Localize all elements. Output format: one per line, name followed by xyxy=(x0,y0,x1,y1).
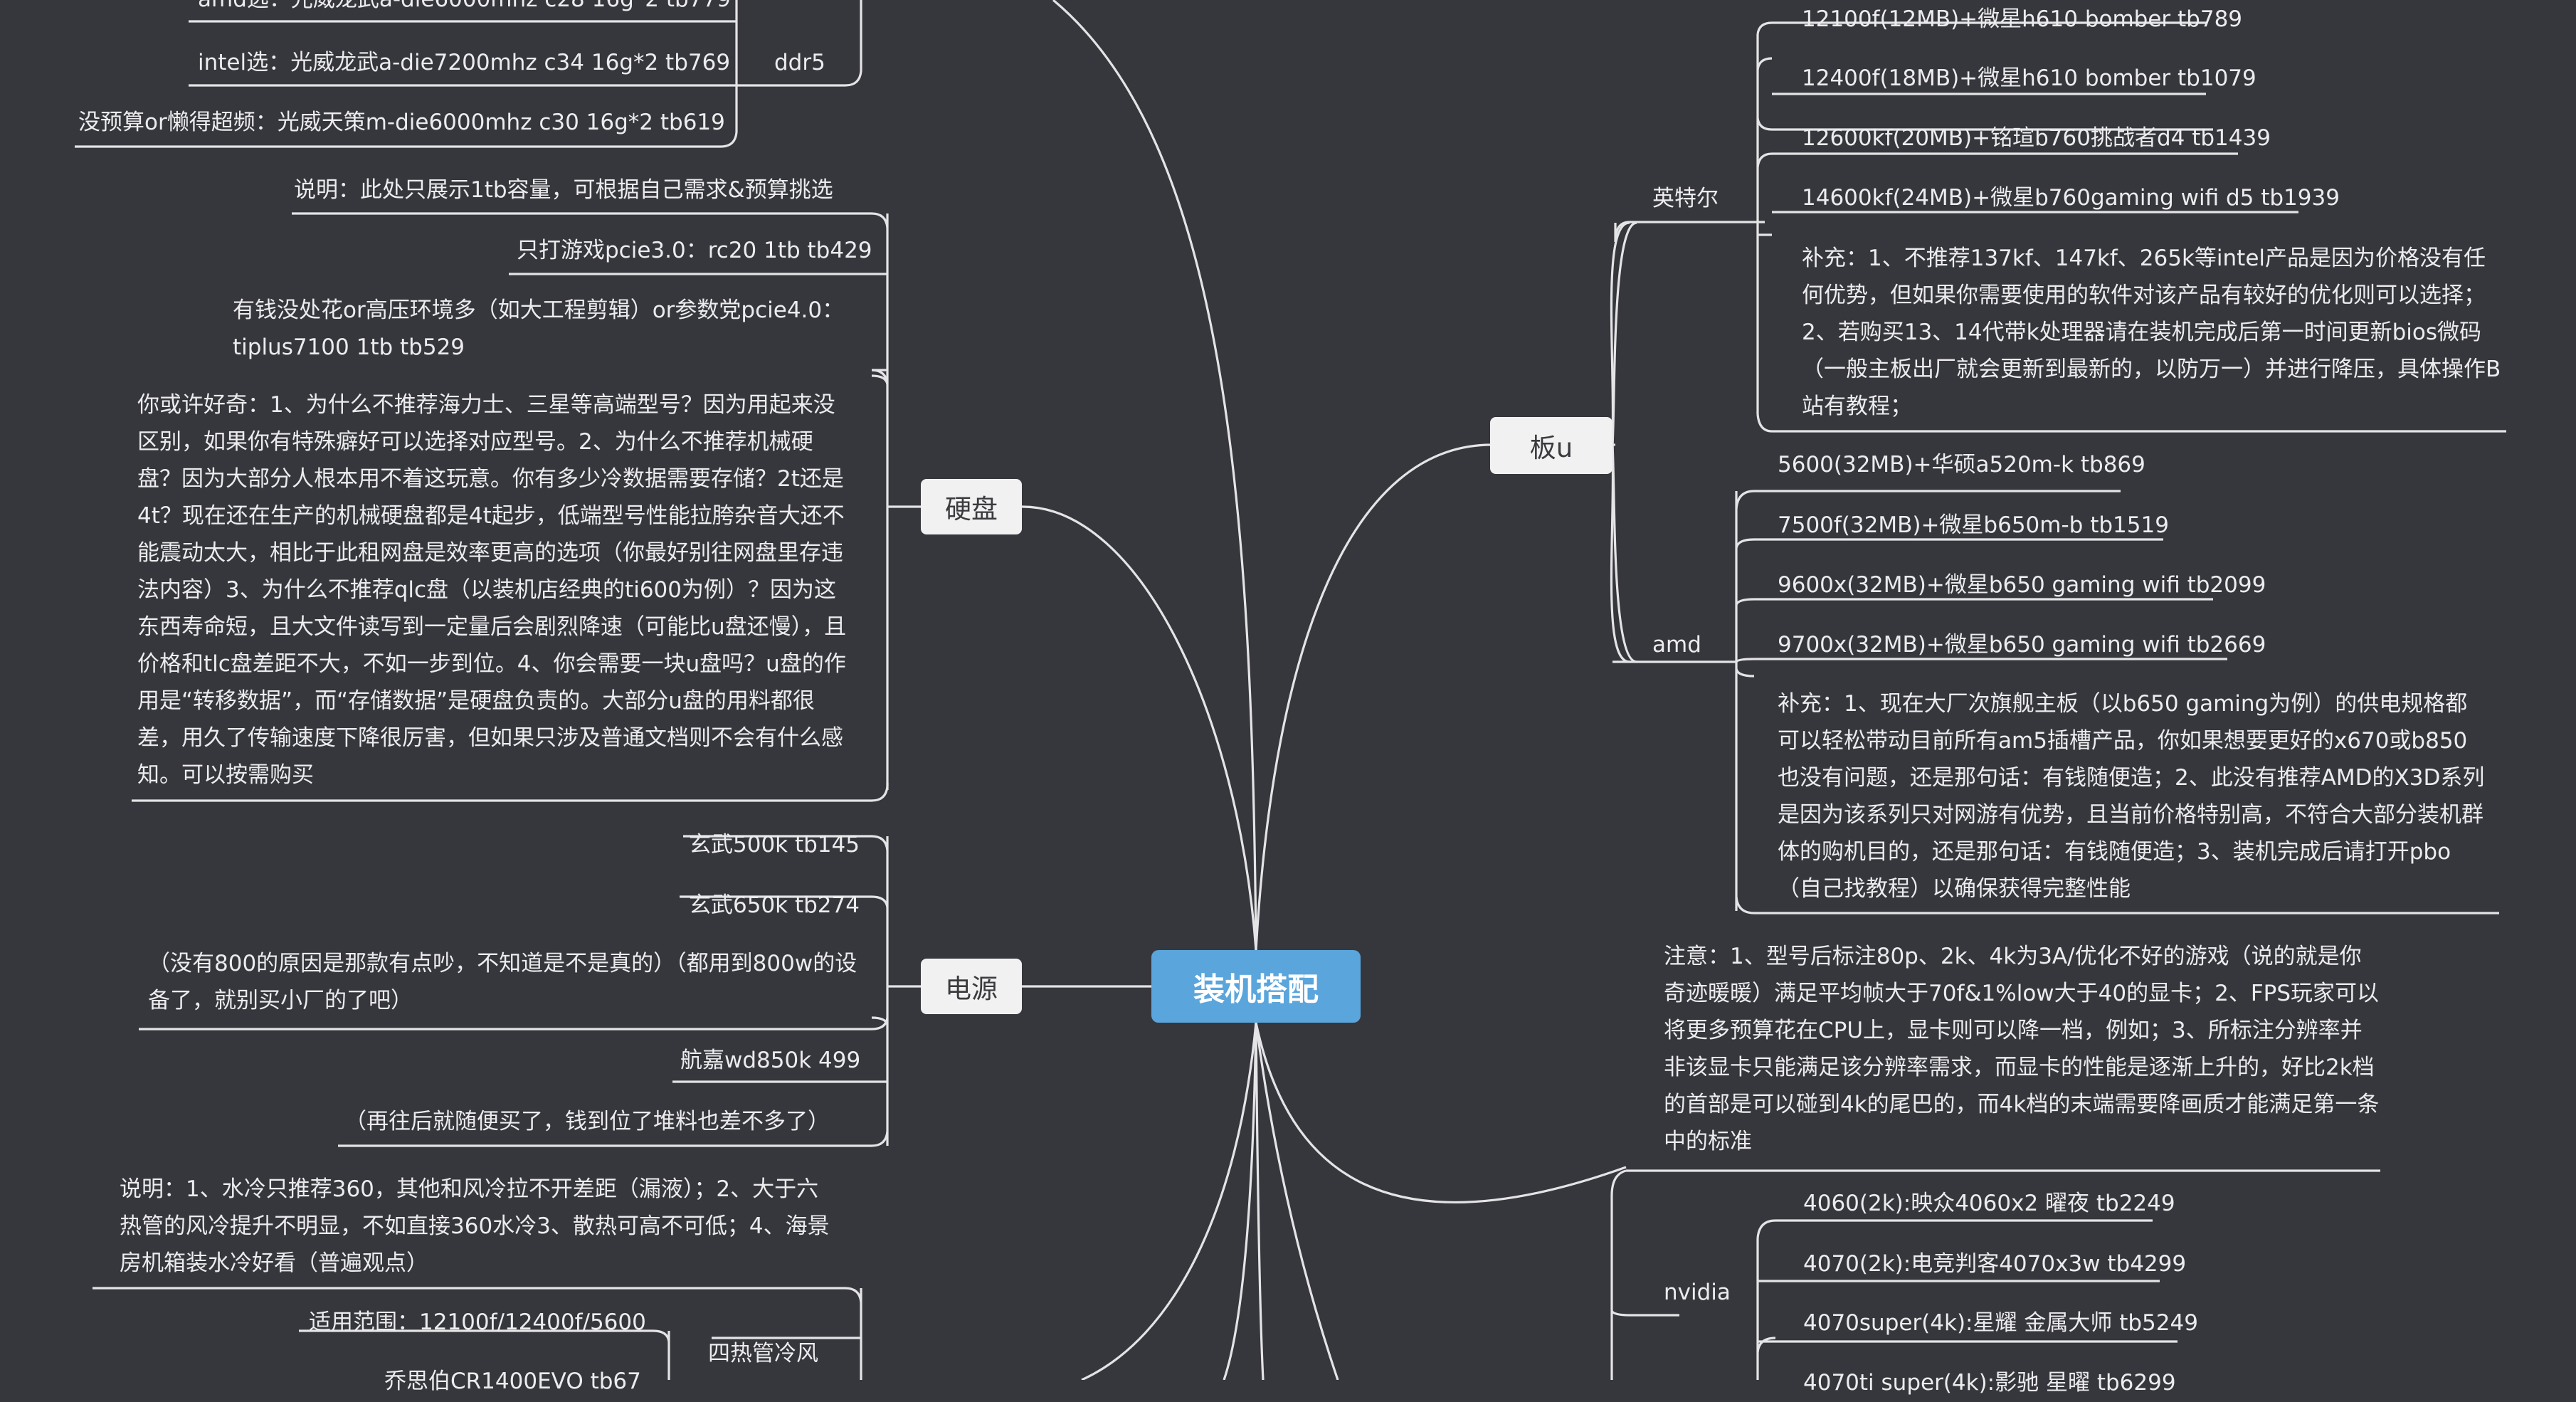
intel-label: 英特尔 xyxy=(1652,186,1719,211)
intel-item-12600kf: 12600kf(20MB)+铭瑄b760挑战者d4 tb1439 xyxy=(1802,125,2271,151)
nvidia-item-4070tisuper: 4070ti super(4k):影驰 星曜 tb6299 xyxy=(1803,1370,2176,1396)
nvidia-item-4060: 4060(2k):映众4060x2 曜夜 tb2249 xyxy=(1803,1191,2175,1216)
disk-branch-node[interactable]: 硬盘 xyxy=(921,479,1022,534)
intel-item-12100f: 12100f(12MB)+微星h610 bomber tb789 xyxy=(1802,6,2243,32)
amd-item-9700x: 9700x(32MB)+微星b650 gaming wifi tb2669 xyxy=(1778,632,2266,658)
intel-item-14600kf: 14600kf(24MB)+微星b760gaming wifi d5 tb193… xyxy=(1802,185,2340,211)
memory-item-intel: intel选：光威龙武a-die7200mhz c34 16g*2 tb769 xyxy=(198,50,731,75)
psu-item-500k: 玄武500k tb145 xyxy=(689,832,860,858)
memory-item-amd: amd选：光威龙武a-die6000mhz c28 16g*2 tb779 xyxy=(198,0,731,19)
memory-label-ddr5: ddr5 xyxy=(774,50,825,75)
nvidia-label: nvidia xyxy=(1664,1280,1731,1305)
psu-item-850k: 航嘉wd850k 499 xyxy=(680,1048,861,1073)
disk-item-faq: 你或许好奇：1、为什么不推荐海力士、三星等高端型号？因为用起来没区别，如果你有特… xyxy=(137,392,847,788)
gpu-note: 注意：1、型号后标注80p、2k、4k为3A/优化不好的游戏（说的就是你奇迹暖暖… xyxy=(1664,944,2380,1154)
intel-item-12400f: 12400f(18MB)+微星h610 bomber tb1079 xyxy=(1802,65,2256,91)
amd-note: 补充：1、现在大厂次旗舰主板（以b650 gaming为例）的供电规格都可以轻松… xyxy=(1778,691,2485,902)
amd-item-5600: 5600(32MB)+华硕a520m-k tb869 xyxy=(1778,452,2145,478)
disk-item-note: 说明：此处只展示1tb容量，可根据自己需求&预算挑选 xyxy=(294,177,833,203)
disk-item-pcie3: 只打游戏pcie3.0：rc20 1tb tb429 xyxy=(517,238,872,263)
cooler-item-cr1400: 乔思伯CR1400EVO tb67 xyxy=(384,1369,641,1394)
amd-item-9600x: 9600x(32MB)+微星b650 gaming wifi tb2099 xyxy=(1778,572,2266,598)
disk-item-pcie4: 有钱没处花or高压环境多（如大工程剪辑）or参数党pcie4.0：tiplus7… xyxy=(233,297,845,360)
board-cpu-branch-node[interactable]: 板u xyxy=(1490,417,1612,474)
cooler-item-scope: 适用范围：12100f/12400f/5600 xyxy=(309,1309,646,1335)
amd-label: amd xyxy=(1652,632,1701,658)
nvidia-item-4070super: 4070super(4k):星耀 金属大师 tb5249 xyxy=(1803,1310,2198,1336)
psu-branch-node[interactable]: 电源 xyxy=(921,959,1022,1014)
psu-item-note-after: （再往后就随便买了，钱到位了堆料也差不多了） xyxy=(344,1109,830,1134)
nvidia-item-4070: 4070(2k):电竞判客4070x3w tb4299 xyxy=(1803,1251,2187,1277)
cooler-note: 说明：1、水冷只推荐360，其他和风冷拉不开差距（漏液）；2、大于六热管的风冷提… xyxy=(120,1176,830,1276)
cooler-label-four-pipe: 四热管冷风 xyxy=(708,1341,818,1366)
psu-item-650k: 玄武650k tb274 xyxy=(689,892,860,918)
intel-note: 补充：1、不推荐137kf、147kf、265k等intel产品是因为价格没有任… xyxy=(1802,246,2501,419)
amd-item-7500f: 7500f(32MB)+微星b650m-b tb1519 xyxy=(1778,512,2169,538)
memory-item-budget: 没预算or懒得超频：光威天策m-die6000mhz c30 16g*2 tb6… xyxy=(78,110,725,135)
psu-item-note-800: （没有800的原因是那款有点吵，不知道是不是真的）（都用到800w的设备了，就别… xyxy=(148,951,857,1013)
root-node[interactable]: 装机搭配 xyxy=(1151,950,1361,1023)
